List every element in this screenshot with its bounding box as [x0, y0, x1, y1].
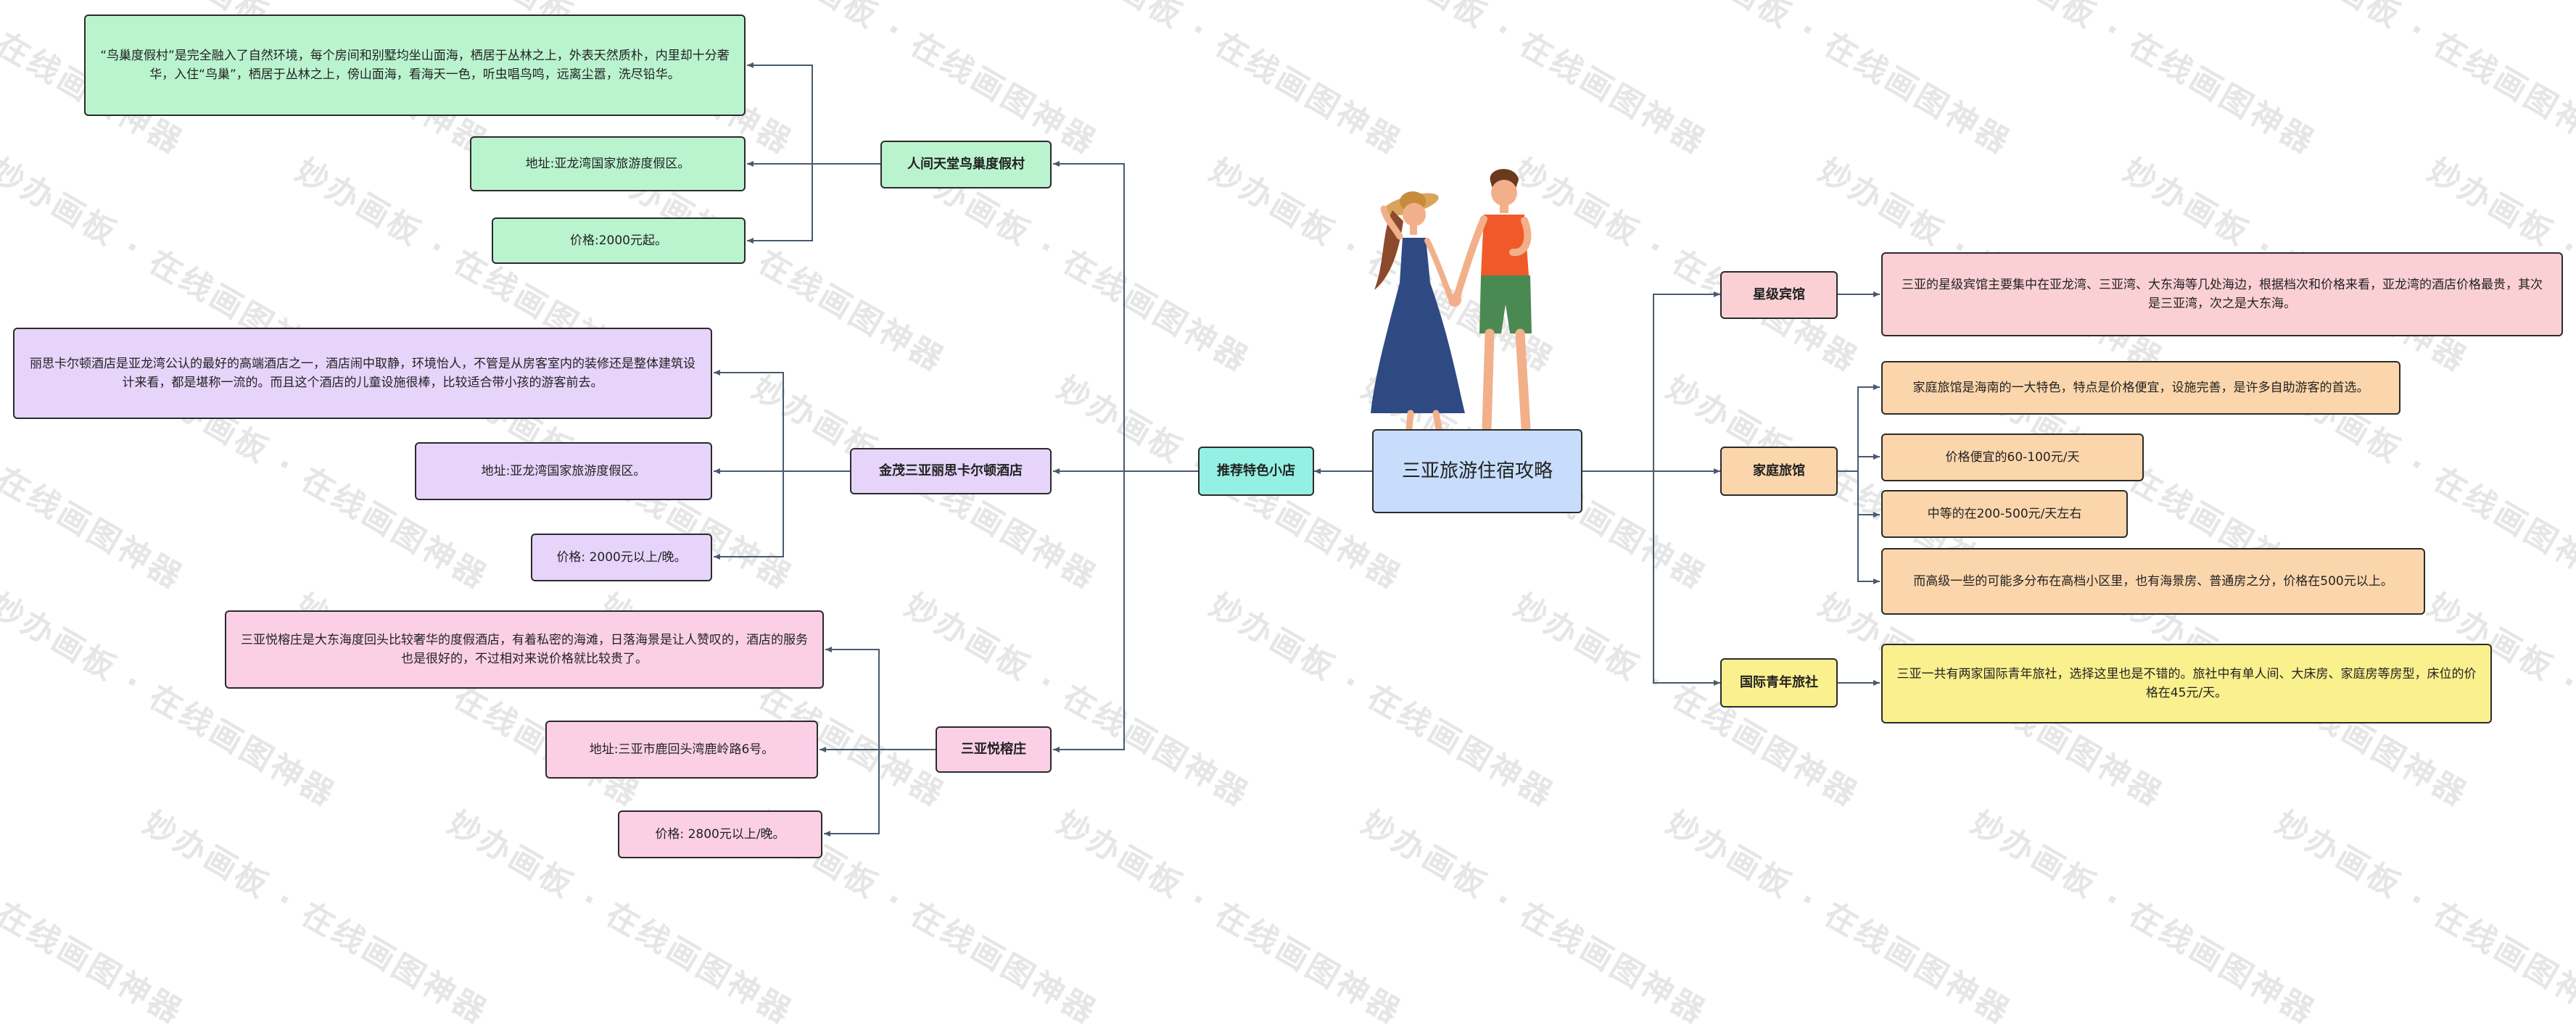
youth-hostels-detail[interactable]: 三亚一共有两家国际青年旅社，选择这里也是不错的。旅社中有单人间、大床房、家庭房等… [1881, 644, 2492, 723]
price-text: 价格:2000元起。 [570, 233, 667, 248]
root-label: 三亚旅游住宿攻略 [1401, 460, 1553, 482]
address-text: 地址:亚龙湾国家旅游度假区。 [525, 157, 690, 171]
edge-left-trunk [1053, 161, 1198, 472]
hotel-1-address[interactable]: 地址:亚龙湾国家旅游度假区。 [470, 136, 746, 191]
family-inns-item-1[interactable]: 家庭旅馆是海南的一大特色，特点是价格便宜，设施完善，是许多自助游客的首选。 [1881, 361, 2400, 415]
family-inns-item-2[interactable]: 价格便宜的60-100元/天 [1881, 433, 2144, 481]
detail-text: 三亚的星级宾馆主要集中在亚龙湾、三亚湾、大东海等几处海边，根据档次和价格来看，亚… [1902, 278, 2543, 311]
branch-label: 推荐特色小店 [1217, 463, 1295, 478]
edge-r2-item3 [1857, 471, 1880, 518]
edge-h1-price [747, 164, 813, 244]
description-text: “鸟巢度假村”是完全融入了自然环境，每个房间和别墅均坐山面海，栖居于丛林之上，外… [100, 49, 730, 82]
description-text: 三亚悦榕庄是大东海度回头比较奢华的度假酒店，有着私密的海滩，日落海景是让人赞叹的… [241, 633, 808, 666]
hotel-1-description[interactable]: “鸟巢度假村”是完全融入了自然环境，每个房间和别墅均坐山面海，栖居于丛林之上，外… [84, 14, 746, 116]
edge-h3-price [824, 750, 880, 837]
edge-r2-item4 [1857, 471, 1880, 584]
detail-text: 价格便宜的60-100元/天 [1945, 450, 2080, 465]
edge-r2-item2 [1857, 454, 1880, 471]
hotel-3-price[interactable]: 价格: 2800元以上/晚。 [618, 810, 822, 858]
woman-figure [1371, 191, 1465, 443]
hotel-name: 金茂三亚丽思卡尔顿酒店 [879, 463, 1023, 478]
hotel-node-1[interactable]: 人间天堂鸟巢度假村 [880, 141, 1052, 188]
description-text: 丽思卡尔顿酒店是亚龙湾公认的最好的高端酒店之一，酒店闹中取静，环境怡人，不管是从… [30, 357, 695, 390]
edge-h2-price [714, 471, 784, 560]
star-hotels-detail[interactable]: 三亚的星级宾馆主要集中在亚龙湾、三亚湾、大东海等几处海边，根据档次和价格来看，亚… [1881, 252, 2563, 336]
address-text: 地址:亚龙湾国家旅游度假区。 [481, 464, 646, 478]
detail-text: 三亚一共有两家国际青年旅社，选择这里也是不错的。旅社中有单人间、大床房、家庭房等… [1896, 667, 2477, 700]
hotel-3-description[interactable]: 三亚悦榕庄是大东海度回头比较奢华的度假酒店，有着私密的海滩，日落海景是让人赞叹的… [225, 610, 824, 689]
detail-text: 家庭旅馆是海南的一大特色，特点是价格便宜，设施完善，是许多自助游客的首选。 [1912, 381, 2369, 395]
branch-youth-hostels[interactable]: 国际青年旅社 [1720, 658, 1838, 708]
edge-right-bottom [1653, 471, 1720, 686]
hotel-3-address[interactable]: 地址:三亚市鹿回头湾鹿岭路6号。 [545, 721, 818, 779]
edge-h1-desc [747, 62, 880, 165]
detail-text: 而高级一些的可能多分布在高档小区里，也有海景房、普通房之分，价格在500元以上。 [1913, 574, 2393, 589]
family-inns-item-4[interactable]: 而高级一些的可能多分布在高档小区里，也有海景房、普通房之分，价格在500元以上。 [1881, 548, 2425, 615]
edge-r2-item1 [1838, 384, 1880, 472]
hotel-node-2[interactable]: 金茂三亚丽思卡尔顿酒店 [850, 448, 1052, 494]
detail-text: 中等的在200-500元/天左右 [1927, 507, 2082, 521]
branch-label: 国际青年旅社 [1740, 675, 1818, 690]
family-inns-item-3[interactable]: 中等的在200-500元/天左右 [1881, 490, 2128, 538]
hotel-name: 三亚悦榕庄 [961, 742, 1026, 757]
edge-right-trunk [1582, 291, 1720, 472]
man-figure [1453, 169, 1540, 438]
branch-label: 家庭旅馆 [1753, 463, 1805, 478]
branch-family-inns[interactable]: 家庭旅馆 [1720, 447, 1838, 496]
price-text: 价格: 2800元以上/晚。 [655, 827, 785, 842]
hotel-2-address[interactable]: 地址:亚龙湾国家旅游度假区。 [415, 442, 712, 500]
root-node[interactable]: 三亚旅游住宿攻略 [1372, 429, 1582, 513]
branch-star-hotels[interactable]: 星级宾馆 [1720, 271, 1838, 319]
branch-label: 星级宾馆 [1753, 287, 1805, 302]
couple-holding-hands-illustration [1371, 169, 1540, 443]
edge-left-bottom [1053, 471, 1125, 752]
edge-h2-desc [714, 370, 850, 472]
branch-recommended-shops[interactable]: 推荐特色小店 [1198, 447, 1314, 496]
address-text: 地址:三亚市鹿回头湾鹿岭路6号。 [589, 742, 775, 757]
hotel-1-price[interactable]: 价格:2000元起。 [492, 217, 746, 264]
hotel-2-price[interactable]: 价格: 2000元以上/晚。 [531, 534, 712, 581]
hotel-2-description[interactable]: 丽思卡尔顿酒店是亚龙湾公认的最好的高端酒店之一，酒店闹中取静，环境怡人，不管是从… [13, 328, 712, 419]
connector-lines [714, 62, 1880, 837]
holding-hands [1448, 294, 1461, 307]
hotel-node-3[interactable]: 三亚悦榕庄 [936, 726, 1052, 773]
edge-h3-desc [825, 647, 936, 750]
hotel-name: 人间天堂鸟巢度假村 [907, 157, 1025, 172]
price-text: 价格: 2000元以上/晚。 [556, 550, 687, 565]
